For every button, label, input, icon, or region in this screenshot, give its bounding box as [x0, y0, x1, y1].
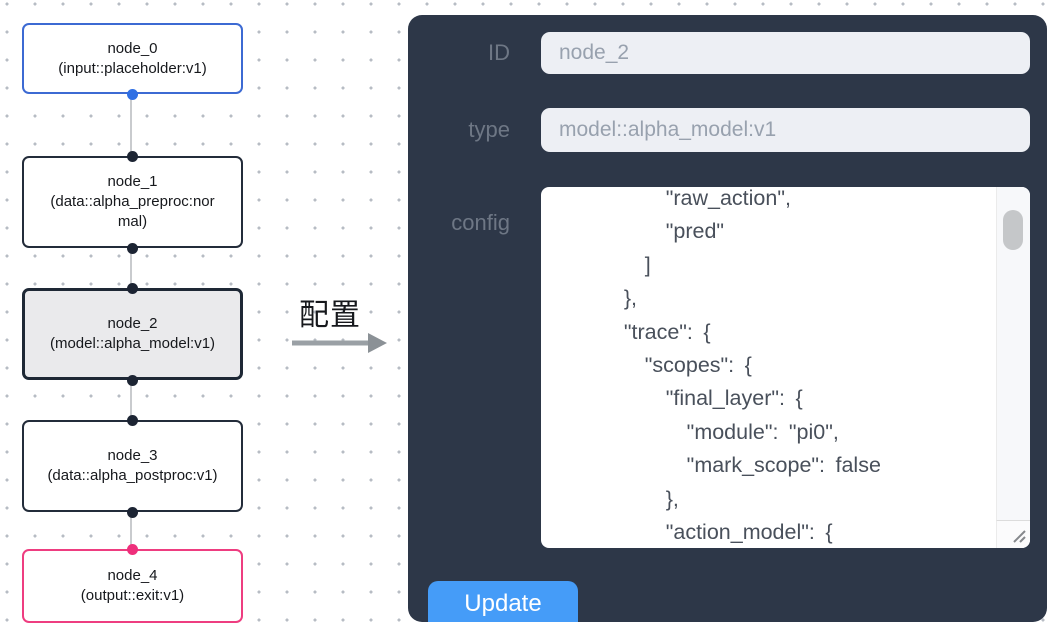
id-field-label: ID: [488, 40, 510, 65]
node-title: node_4: [107, 567, 158, 584]
port-node2-out[interactable]: [127, 375, 138, 386]
node-title: node_3: [107, 447, 158, 464]
config-scrollbar-track[interactable]: [996, 187, 1030, 520]
config-scrollbar-thumb[interactable]: [1003, 210, 1023, 250]
right-arrow-icon: [292, 333, 387, 353]
config-textarea[interactable]: "raw_action", "pred" ] }, "trace": { "sc…: [541, 187, 1030, 548]
port-node3-out[interactable]: [127, 507, 138, 518]
node-subtitle: (data::alpha_preproc:normal): [50, 193, 215, 230]
node-title: node_0: [107, 39, 158, 57]
configure-label: 配置: [299, 299, 361, 332]
type-input[interactable]: model::alpha_model:v1: [541, 108, 1030, 152]
node-title: node_1: [107, 173, 158, 190]
node-subtitle: (data::alpha_postproc:v1): [47, 467, 218, 484]
graph-node-node_4[interactable]: node_4 (output::exit:v1): [22, 549, 243, 623]
graph-node-node_1[interactable]: node_1 (data::alpha_preproc:normal): [22, 156, 243, 248]
edge-node2-node3: [130, 380, 132, 420]
node-subtitle: (model::alpha_model:v1): [49, 335, 216, 352]
config-field-label: config: [451, 210, 510, 235]
port-node2-in[interactable]: [127, 283, 138, 294]
graph-node-node_3[interactable]: node_3 (data::alpha_postproc:v1): [22, 420, 243, 512]
graph-node-node_0[interactable]: node_0 (input::placeholder:v1): [22, 23, 243, 94]
edge-node3-node4: [130, 512, 132, 549]
node-config-panel: ID node_2 type model::alpha_model:v1 con…: [408, 15, 1047, 622]
edge-node0-node1: [130, 94, 132, 156]
config-json-text: "raw_action", "pred" ] }, "trace": { "sc…: [623, 187, 881, 545]
node-subtitle: (input::placeholder:v1): [58, 59, 207, 77]
port-node3-in[interactable]: [127, 415, 138, 426]
port-node4-in[interactable]: [127, 544, 138, 555]
edge-node1-node2: [130, 248, 132, 288]
node-subtitle: (output::exit:v1): [80, 587, 185, 604]
type-field-label: type: [468, 117, 510, 142]
port-node1-in[interactable]: [127, 151, 138, 162]
port-node1-out[interactable]: [127, 243, 138, 254]
graph-node-node_2-selected[interactable]: node_2 (model::alpha_model:v1): [22, 288, 243, 380]
update-button[interactable]: Update: [428, 581, 578, 622]
port-node0-out[interactable]: [127, 89, 138, 100]
textarea-resize-handle-icon[interactable]: [1008, 525, 1028, 545]
id-input[interactable]: node_2: [541, 32, 1030, 74]
node-title: node_2: [107, 315, 158, 332]
scrollbar-corner: [996, 520, 1030, 548]
